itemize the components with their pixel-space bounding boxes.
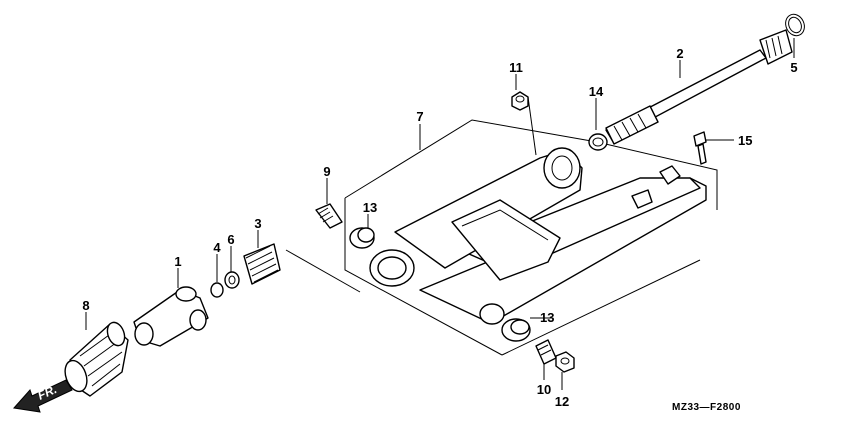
callout-8: 8 (82, 298, 89, 313)
lock-nut (555, 351, 575, 373)
oil-seal (588, 133, 608, 151)
washer (224, 271, 240, 289)
callout-15: 15 (738, 133, 752, 148)
callout-11: 11 (509, 60, 523, 75)
nut-top (511, 91, 529, 111)
callout-14: 14 (589, 84, 604, 99)
callout-6: 6 (227, 232, 234, 247)
callout-13-lower: 13 (540, 310, 554, 325)
front-direction-arrow: FR. (13, 379, 73, 413)
bearing-upper (349, 227, 375, 249)
drive-shaft (605, 29, 793, 145)
boot (64, 321, 129, 397)
bolt (693, 131, 707, 165)
diagram-code: MZ33—F2800 (672, 402, 741, 413)
callout-2: 2 (676, 46, 683, 61)
swingarm (369, 147, 707, 325)
callouts: 1 2 3 4 5 6 7 8 9 10 11 12 13 13 14 15 (82, 46, 797, 409)
spring (243, 243, 281, 285)
callout-13-upper: 13 (363, 200, 377, 215)
callout-1: 1 (174, 254, 181, 269)
callout-7: 7 (416, 109, 423, 124)
callout-3: 3 (254, 216, 261, 231)
callout-12: 12 (555, 394, 569, 409)
callout-10: 10 (537, 382, 551, 397)
o-ring (785, 13, 805, 37)
pivot-adjusting-bolt (315, 203, 343, 229)
callout-4: 4 (213, 240, 221, 255)
callout-5: 5 (790, 60, 797, 75)
universal-joint (133, 286, 209, 347)
leader-lines (85, 38, 795, 390)
bearing-lower (501, 318, 531, 342)
lower-pivot-bolt (535, 339, 557, 365)
ring (210, 282, 224, 298)
callout-9: 9 (323, 164, 330, 179)
assembly-boundary (285, 119, 718, 356)
